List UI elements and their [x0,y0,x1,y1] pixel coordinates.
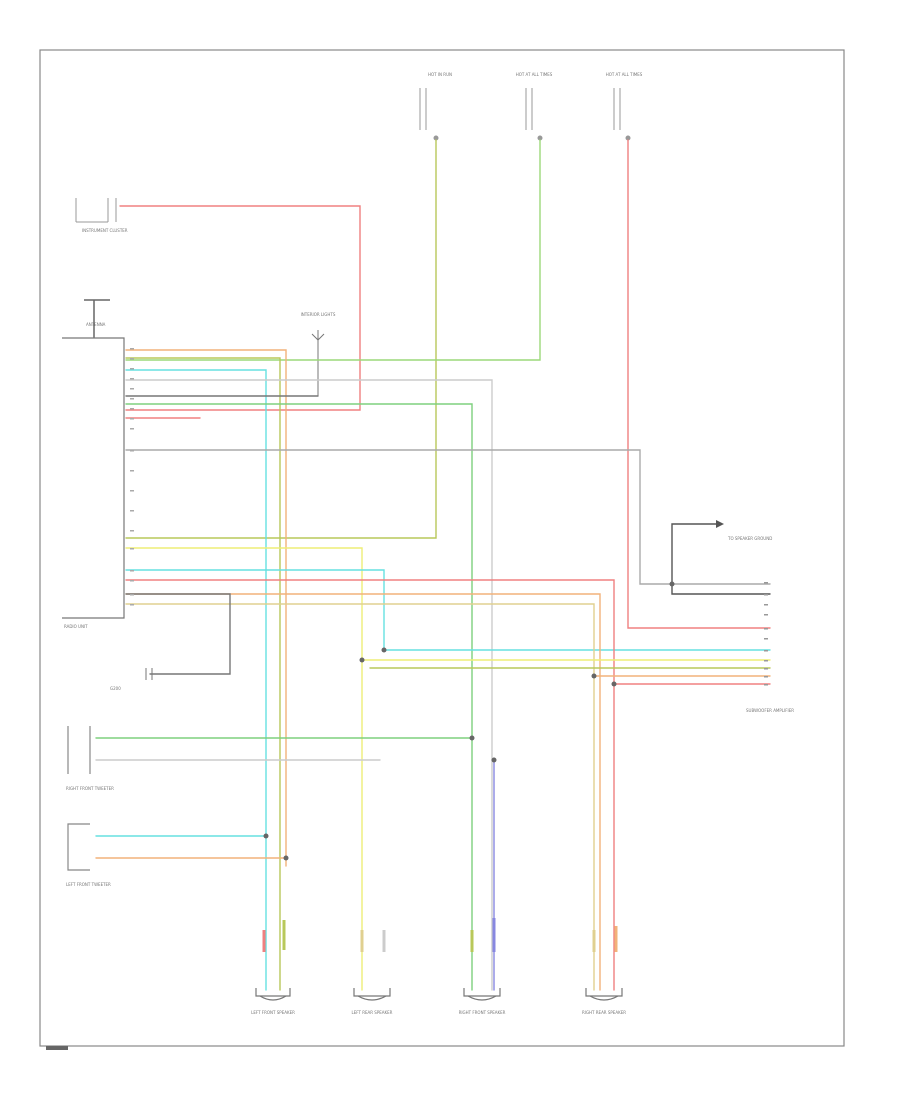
speaker-left-rear-label: LEFT REAR SPEAKER [352,1010,393,1015]
wire-tan-lower [125,603,595,991]
radio-pins [130,348,134,606]
right-front-tweeter-label: RIGHT FRONT TWEETER [66,786,114,791]
wire-orange-lf-1 [125,349,287,867]
speaker-left-rear [353,988,391,1001]
left-ground-label: G200 [110,686,121,691]
top-connector-c-label: HOT AT ALL TIMES [606,72,643,77]
interior-lights-connector [311,330,325,396]
wire-green-rf [125,403,473,991]
left-front-tweeter-label: LEFT FRONT TWEETER [66,882,111,887]
amp-ground-arrow [716,520,724,528]
top-connector-a [419,88,439,141]
wire-cyan-lower [125,569,771,651]
top-connector-b-label: HOT AT ALL TIMES [516,72,553,77]
wire-gray-amp [125,449,771,585]
speaker-right-rear [585,988,623,1001]
speaker-left-front [255,988,291,1001]
speaker-right-front-label: RIGHT FRONT SPEAKER [459,1010,506,1015]
top-connector-a-label: HOT IN RUN [428,72,452,77]
wire-green-top-b [125,139,541,361]
wire-amp-ground [671,523,771,595]
right-front-tweeter-symbol [67,726,91,774]
wire-cyan-lf [125,369,267,991]
wire-orange-lower [125,593,601,991]
speaker-right-rear-label: RIGHT REAR SPEAKER [582,1010,626,1015]
radio-unit-box [62,337,125,619]
speaker-right-front [463,988,501,1001]
amp-connector-pins [764,582,768,686]
subwoofer-amp-label: SUBWOOFER AMPLIFIER [746,708,794,713]
wire-dark-ground [125,593,231,675]
speaker-left-front-label: LEFT FRONT SPEAKER [251,1010,295,1015]
top-connector-b [525,88,543,141]
amp-ground-label: TO SPEAKER GROUND [727,536,772,541]
wire-red-lower [125,579,615,991]
left-front-tweeter-symbol [67,823,90,871]
antenna-symbol [84,299,110,338]
radio-unit-label: RADIO UNIT [64,624,88,629]
left-ground-connector [145,668,153,680]
speaker-lead-tags [262,918,618,952]
antenna-label: ANTENNA [86,322,106,327]
interior-lights-label: INTERIOR LIGHTS [301,312,336,317]
wire-group [95,139,771,991]
top-connector-c [613,88,631,141]
wire-red-cluster [119,205,361,411]
wire-red-top-c [627,139,771,629]
instrument-cluster-label: INSTRUMENT CLUSTER [82,228,128,233]
wire-olive-top-a [125,139,437,539]
frame-border [39,49,845,1047]
splice-dots [263,581,675,861]
wire-yellow-lr [125,547,363,991]
footer-mark [46,1046,68,1050]
wire-olive-lf-2 [125,357,281,991]
instrument-cluster-connector [75,198,117,223]
wire-gray-rr [125,379,493,991]
